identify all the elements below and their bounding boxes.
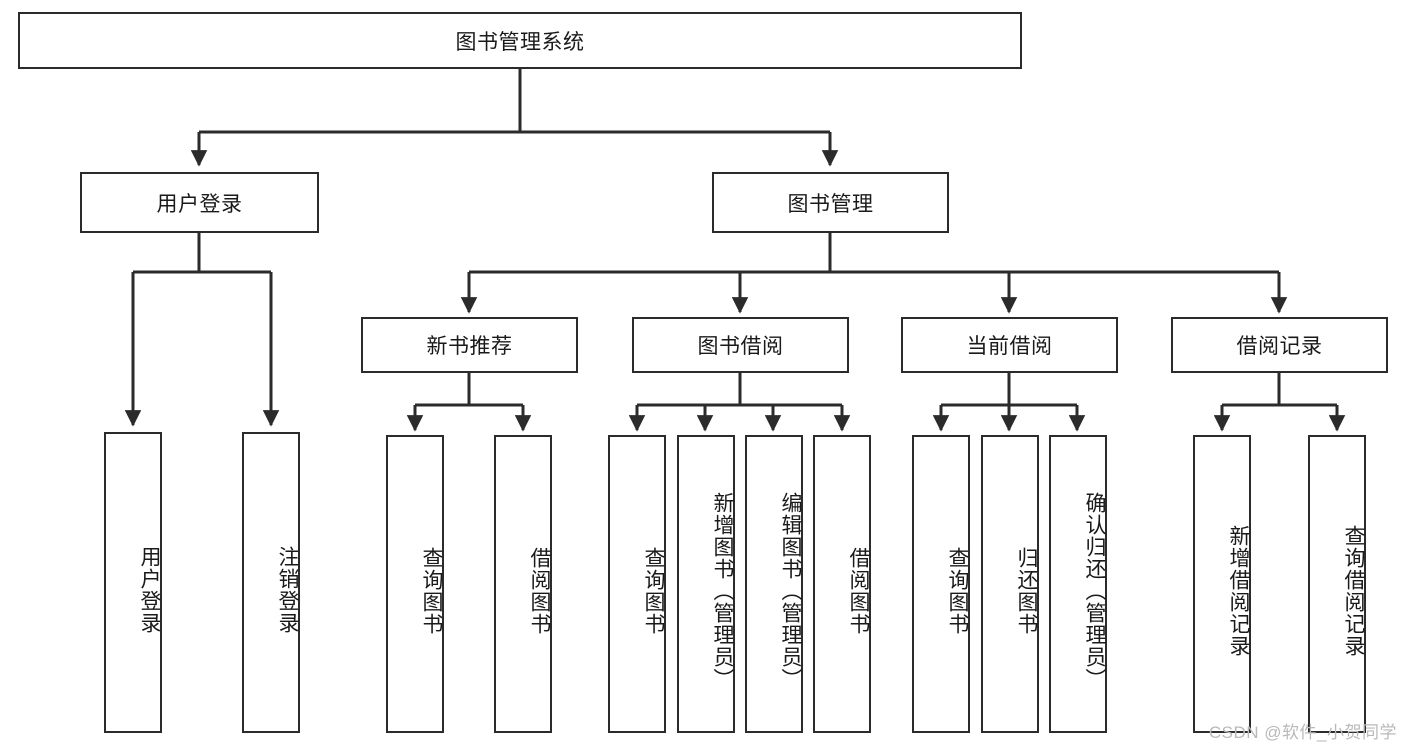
- node-root[interactable]: 图书管理系统: [18, 12, 1022, 69]
- node-leaf-query-book-1[interactable]: 查询图书: [386, 435, 444, 733]
- node-leaf-borrow-book-1[interactable]: 借阅图书: [494, 435, 552, 733]
- node-leaf-query-book-1-label: 查询图书: [420, 547, 443, 635]
- node-book-manage-label: 图书管理: [787, 192, 874, 216]
- node-user-login[interactable]: 用户登录: [80, 172, 319, 233]
- node-borrow-record-label: 借阅记录: [1236, 335, 1323, 358]
- node-current-borrow[interactable]: 当前借阅: [901, 317, 1118, 373]
- node-leaf-add-book[interactable]: 新增图书（管理员）: [677, 435, 735, 733]
- node-leaf-query-record[interactable]: 查询借阅记录: [1308, 435, 1366, 733]
- node-leaf-borrow-book-2-label: 借阅图书: [847, 547, 870, 635]
- node-leaf-query-book-3-label: 查询图书: [946, 547, 969, 635]
- node-book-borrow-label: 图书借阅: [697, 335, 784, 358]
- node-leaf-confirm-return[interactable]: 确认归还（管理员）: [1049, 435, 1107, 733]
- node-leaf-return-book[interactable]: 归还图书: [981, 435, 1039, 733]
- node-leaf-query-book-2[interactable]: 查询图书: [608, 435, 666, 733]
- node-current-borrow-label: 当前借阅: [966, 335, 1053, 358]
- node-leaf-query-record-label: 查询借阅记录: [1342, 525, 1365, 657]
- node-leaf-query-book-3[interactable]: 查询图书: [912, 435, 970, 733]
- csdn-watermark: CSDN @软件_小贺同学: [1208, 723, 1397, 742]
- node-leaf-user-logout[interactable]: 注销登录: [242, 432, 300, 733]
- node-leaf-add-record-label: 新增借阅记录: [1227, 525, 1250, 657]
- node-leaf-borrow-book-1-label: 借阅图书: [528, 547, 551, 635]
- node-new-book-recommend[interactable]: 新书推荐: [361, 317, 578, 373]
- node-book-manage[interactable]: 图书管理: [712, 172, 949, 233]
- node-user-login-label: 用户登录: [156, 192, 243, 216]
- node-root-label: 图书管理系统: [455, 30, 585, 54]
- node-book-borrow[interactable]: 图书借阅: [632, 317, 849, 373]
- node-leaf-query-book-2-label: 查询图书: [642, 547, 665, 635]
- node-new-book-recommend-label: 新书推荐: [426, 335, 513, 358]
- node-borrow-record[interactable]: 借阅记录: [1171, 317, 1388, 373]
- node-leaf-add-book-label: 新增图书（管理员）: [711, 492, 734, 690]
- node-leaf-confirm-return-label: 确认归还（管理员）: [1083, 492, 1106, 690]
- node-leaf-add-record[interactable]: 新增借阅记录: [1193, 435, 1251, 733]
- node-leaf-user-logout-label: 注销登录: [276, 545, 299, 634]
- node-leaf-borrow-book-2[interactable]: 借阅图书: [813, 435, 871, 733]
- node-leaf-return-book-label: 归还图书: [1015, 547, 1038, 635]
- node-leaf-user-login-label: 用户登录: [138, 545, 161, 634]
- node-leaf-edit-book[interactable]: 编辑图书（管理员）: [745, 435, 803, 733]
- node-leaf-user-login[interactable]: 用户登录: [104, 432, 162, 733]
- node-leaf-edit-book-label: 编辑图书（管理员）: [779, 492, 802, 690]
